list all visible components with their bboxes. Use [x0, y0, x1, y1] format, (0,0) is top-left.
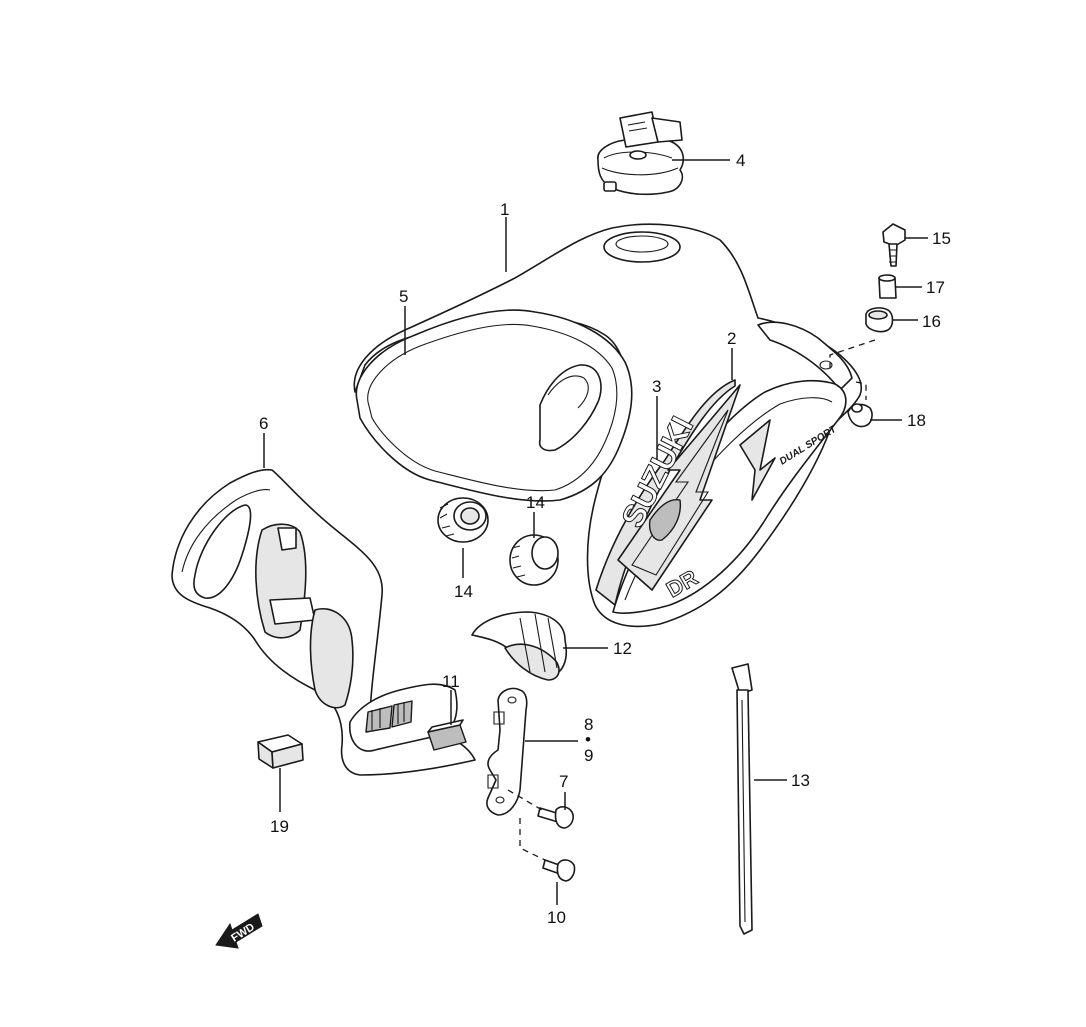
callout-12: 12: [613, 639, 632, 658]
callout-8-9-separator: •: [585, 730, 591, 749]
callout-7: 7: [559, 772, 568, 791]
fuel-cap: [597, 111, 685, 196]
bolt-part-7: [537, 806, 574, 829]
bolt-part-15: [882, 223, 906, 267]
callout-11: 11: [442, 672, 460, 691]
callout-4: 4: [736, 151, 745, 170]
cushion-part-18: [847, 403, 873, 428]
callout-14-left: 14: [454, 582, 473, 601]
tank-cushion-12: [471, 611, 568, 681]
damper-part-16: [865, 307, 894, 333]
callout-14-right: 14: [526, 493, 545, 512]
cushion-part-11: [427, 719, 467, 751]
callout-3: 3: [652, 377, 661, 396]
callout-10: 10: [547, 908, 566, 927]
callout-9: 9: [584, 746, 593, 765]
fwd-arrow-icon: FWD: [215, 913, 263, 949]
callout-6: 6: [259, 414, 268, 433]
callout-8: 8: [584, 715, 593, 734]
callout-2: 2: [727, 329, 736, 348]
callout-13: 13: [791, 771, 810, 790]
callout-19: 19: [270, 817, 289, 836]
bracket-part-8-9: [486, 687, 528, 816]
leader-lines: [263, 159, 928, 905]
callout-15: 15: [932, 229, 951, 248]
collar-part-17: [878, 274, 897, 299]
callout-18: 18: [907, 411, 926, 430]
bolt-part-10: [542, 859, 576, 882]
cushion-part-19: [257, 734, 304, 769]
cushion-14-right: [509, 534, 559, 586]
cushion-14-left: [437, 497, 489, 543]
callout-1: 1: [500, 200, 509, 219]
callout-labels: 1 2 3 4 5 6 7 8 • 9 10 11 12 13 14 14 15…: [259, 151, 951, 927]
cable-tie-part-13: [731, 663, 753, 935]
callout-16: 16: [922, 312, 941, 331]
fuel-tank: SUZUKI DUAL SPORT DR: [353, 223, 862, 628]
callout-17: 17: [926, 278, 945, 297]
callout-5: 5: [399, 287, 408, 306]
